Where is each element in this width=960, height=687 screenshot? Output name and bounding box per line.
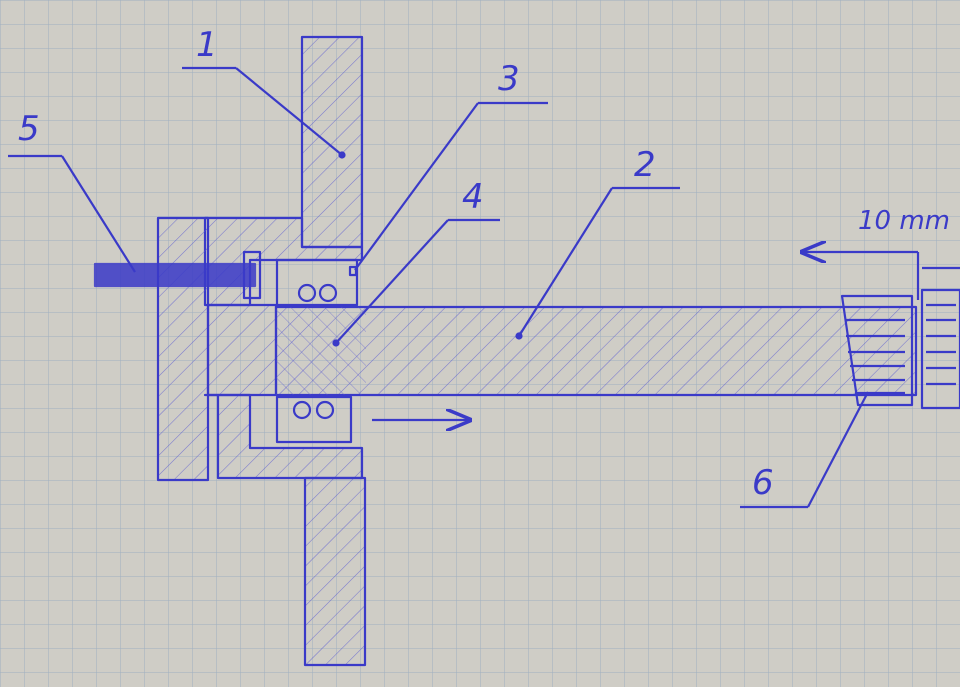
label-4: 4 <box>462 177 484 217</box>
leader-4 <box>332 218 500 347</box>
dimension-label: 10 mm <box>858 206 951 236</box>
leader-6 <box>740 391 869 509</box>
label-1: 1 <box>196 25 218 65</box>
part-1-plate-lower <box>303 476 367 667</box>
leader-2 <box>515 186 680 340</box>
dimension-arrow <box>802 252 960 300</box>
hub-body <box>206 303 278 397</box>
part-6-gear <box>840 294 914 407</box>
label-5: 5 <box>18 109 40 149</box>
part-1-plate-upper <box>300 35 364 249</box>
part-5-bolt <box>93 250 262 300</box>
housing-lower <box>203 393 364 480</box>
leader-5 <box>8 154 136 273</box>
end-cap <box>156 216 210 482</box>
label-2: 2 <box>634 145 656 185</box>
part-4-bearing-inner <box>276 307 366 395</box>
leader-1 <box>182 66 346 159</box>
part-3-bearing-upper <box>275 258 359 307</box>
leader-3 <box>354 101 548 271</box>
mating-gear <box>920 288 960 410</box>
label-6: 6 <box>752 463 774 503</box>
label-3: 3 <box>498 59 520 99</box>
part-3-bearing-lower <box>275 395 353 444</box>
part-2-shaft <box>274 305 918 397</box>
